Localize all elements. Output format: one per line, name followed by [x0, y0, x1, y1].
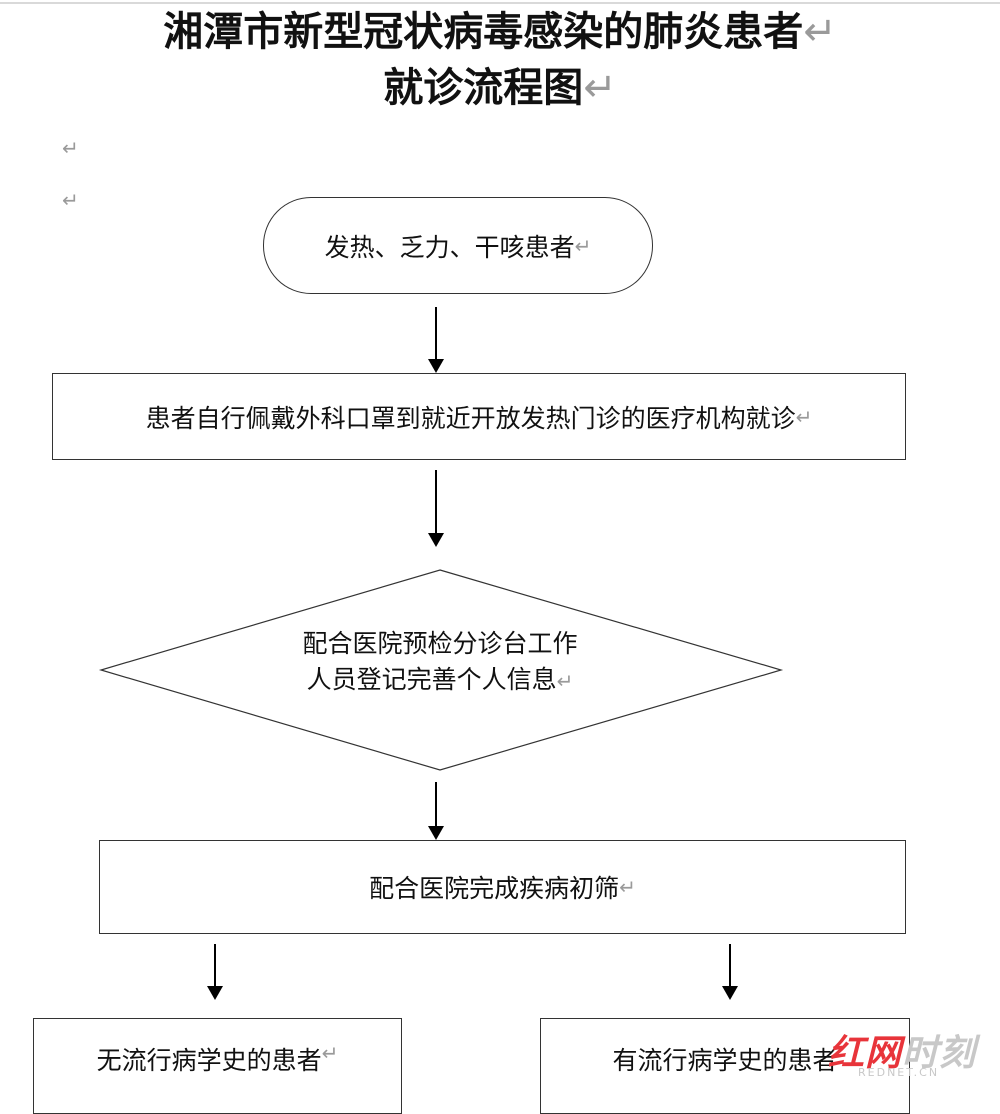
- branch-no-epidemiological-history: 无流行病学史的患者↵: [33, 1018, 402, 1114]
- paragraph-mark-icon: ↵: [556, 669, 574, 693]
- start-node-label: 发热、乏力、干咳患者: [324, 232, 575, 262]
- paragraph-mark-icon: ↵: [583, 65, 617, 111]
- arrow-down-right: [722, 944, 738, 1000]
- arrow-down-left: [207, 944, 223, 1000]
- arrow-down: [428, 782, 444, 840]
- paragraph-mark-icon: ↵: [619, 875, 636, 899]
- arrow-down: [428, 470, 444, 547]
- arrow-down: [428, 307, 444, 373]
- decision-diamond: [98, 569, 784, 771]
- title-line-2: 就诊流程图↵: [383, 64, 617, 111]
- step-initial-screening-label: 配合医院完成疾病初筛: [369, 874, 620, 903]
- paragraph-mark-icon: ↵: [574, 233, 592, 258]
- paragraph-mark-icon: ↵: [62, 136, 79, 160]
- paragraph-mark-icon: ↵: [321, 1041, 339, 1065]
- rednet-watermark-logo: 红网时刻 REDNET.CN: [828, 1033, 977, 1079]
- decision-label-line-1: 配合医院预检分诊台工作: [302, 629, 578, 658]
- paragraph-mark-icon: ↵: [795, 404, 813, 429]
- start-node: 发热、乏力、干咳患者↵: [263, 197, 653, 294]
- step-visit-fever-clinic-label: 患者自行佩戴外科口罩到就近开放发热门诊的医疗机构就诊: [145, 403, 796, 433]
- branch-right-label: 有流行病学史的患者: [612, 1046, 838, 1075]
- branch-with-epidemiological-history: 有流行病学史的患者: [540, 1018, 910, 1114]
- decision-label-line-2: 人员登记完善个人信息↵: [306, 665, 574, 694]
- paragraph-mark-icon: ↵: [62, 188, 79, 212]
- branch-left-label: 无流行病学史的患者: [96, 1046, 322, 1075]
- title-line-1: 湘潭市新型冠状病毒感染的肺炎患者↵: [163, 8, 837, 55]
- step-visit-fever-clinic: 患者自行佩戴外科口罩到就近开放发热门诊的医疗机构就诊↵: [52, 373, 906, 460]
- paragraph-mark-icon: ↵: [803, 9, 837, 55]
- step-initial-screening: 配合医院完成疾病初筛↵: [99, 840, 906, 934]
- top-divider: [0, 2, 1000, 4]
